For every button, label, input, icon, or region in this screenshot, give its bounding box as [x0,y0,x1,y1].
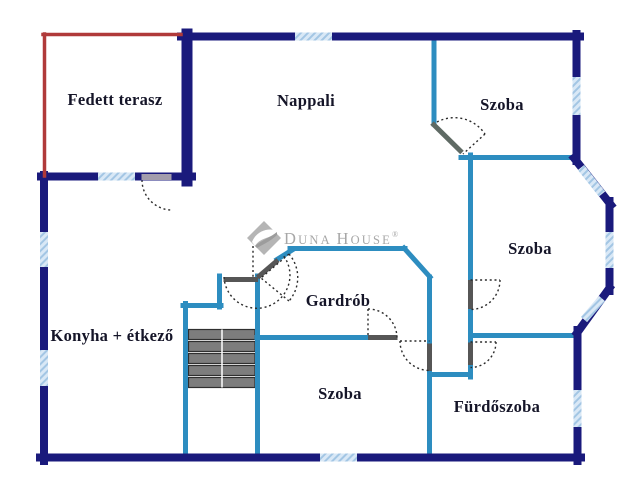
room-label-nappali: Nappali [277,91,335,110]
window-bay-lower [580,295,606,323]
dunahouse-watermark: DUNA HOUSE® [247,221,400,255]
room-labels: Fedett terasz Nappali Szoba Szoba Gardró… [51,90,552,416]
room-label-furdoszoba: Fürdőszoba [454,397,540,416]
outer-walls [36,28,617,465]
door-swing-stairs-top [223,254,291,309]
door-swing-szoba-felso [436,117,486,135]
wall-gardrob-diagonal-right [400,244,434,281]
room-label-fedett-terasz: Fedett terasz [67,90,162,109]
door-swing-szoba-jobb [470,279,501,311]
window-bay-upper [577,165,606,197]
door-swing-gardrob-entry-edge2 [260,277,290,302]
door-swing-gardrob-entry-edge1 [260,253,290,279]
room-label-szoba-also: Szoba [318,384,362,403]
door-swing-furdoszoba [470,341,497,369]
door-swings [141,117,501,372]
door-swing-szoba-felso-edge [462,133,486,155]
door-szoba-felso-corner [430,121,464,155]
door-swing-szoba-also [399,340,430,372]
door-gardrob-entry-diagonal [255,258,280,280]
door-swing-terasz [141,179,173,211]
windows [40,32,614,462]
wall-gardrob-diagonal-left [273,246,297,263]
dunahouse-logo-text: DUNA HOUSE® [284,229,400,248]
door-swing-gardrob-entry [288,253,299,302]
dunahouse-logo-swoosh-shadow [255,232,277,248]
stairs [187,328,256,389]
room-label-konyha-etkezo: Konyha + étkező [51,326,174,345]
dunahouse-logo-swoosh [252,229,277,246]
terasz-walls [41,32,183,178]
door-swing-gardrob [367,308,398,338]
doors [223,121,473,371]
room-label-szoba-felso: Szoba [480,95,524,114]
room-label-gardrob: Gardrób [306,291,370,310]
room-label-szoba-jobb: Szoba [508,239,552,258]
